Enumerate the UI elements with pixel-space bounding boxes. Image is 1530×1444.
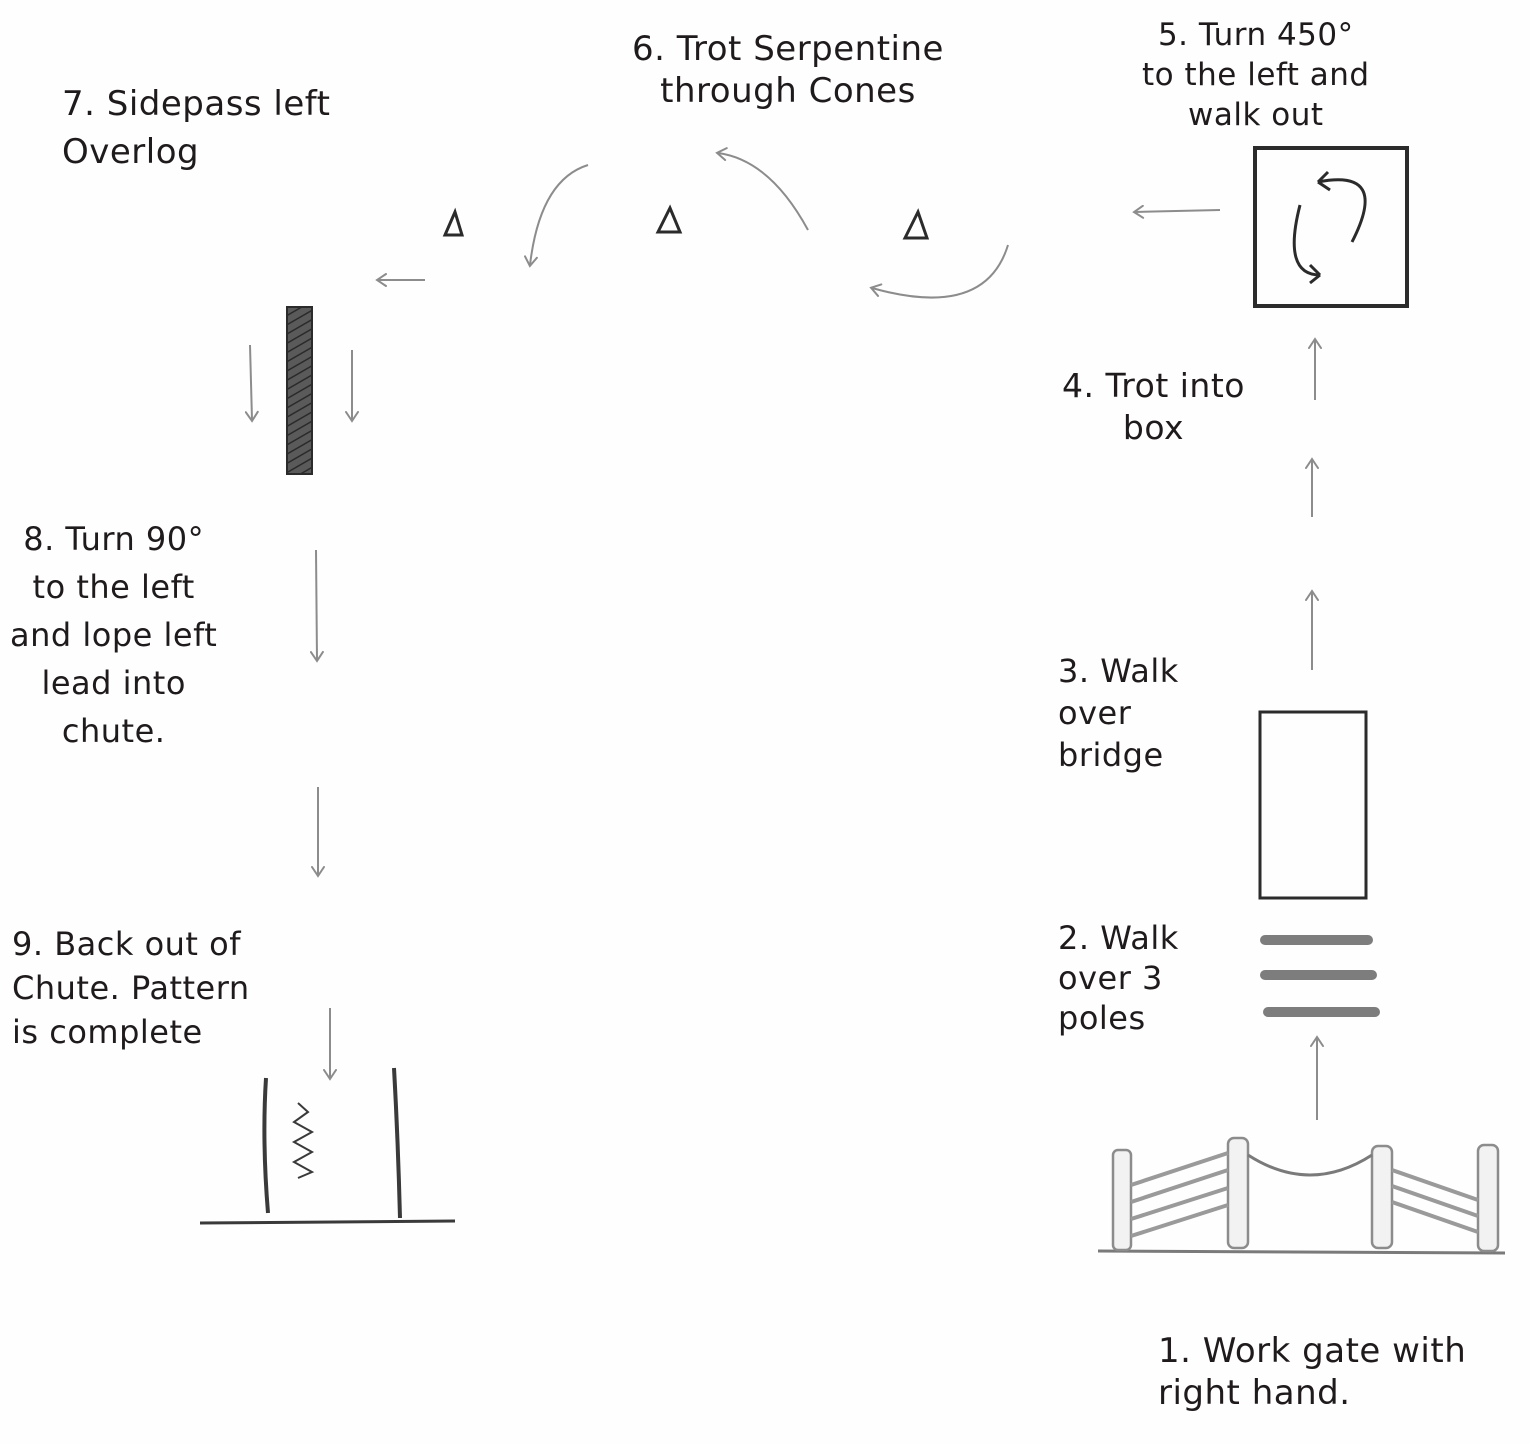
log [287,307,312,474]
gate-post [1113,1150,1131,1250]
step-1-label: 1. Work gate with right hand. [1158,1330,1466,1414]
arrow-icon [530,165,588,265]
step-4-label: 4. Trot into box [1062,365,1245,449]
step-3-label: 3. Walk over bridge [1058,650,1179,776]
gate-post [1372,1146,1392,1248]
arrow-icon [250,345,252,420]
ground-poles [1265,940,1375,1012]
arrow-icon [718,153,808,230]
box-square [1255,148,1407,306]
turn-box [1255,148,1407,306]
step-6-label: 6. Trot Serpentine through Cones [632,28,944,112]
step-5-label: 5. Turn 450° to the left and walk out [1142,15,1370,135]
cones [445,208,927,238]
chute-ground-line [200,1221,455,1223]
gate-left-rails [1131,1153,1228,1236]
bridge [1260,712,1366,898]
step-9-label: 9. Back out of Chute. Pattern is complet… [12,922,250,1054]
chute-rail [264,1078,268,1213]
gate-right-rails [1392,1170,1478,1232]
gate-ground-line [1098,1251,1505,1253]
chute [200,1068,455,1223]
step-2-label: 2. Walk over 3 poles [1058,918,1179,1038]
rotate-arrow-icon [1294,205,1320,275]
horse-hoofprint-icon [294,1103,312,1178]
gate-post [1228,1138,1248,1248]
cone-icon [905,212,927,238]
step-7-label: 7. Sidepass left Overlog [62,80,331,176]
arrow-icon [316,550,317,660]
step-8-label: 8. Turn 90° to the left and lope left le… [10,515,217,755]
gate-rope [1248,1155,1372,1175]
rotate-arrow-icon [1318,180,1365,242]
arrow-icon [1135,210,1220,212]
arrow-icon [872,245,1008,298]
cone-icon [445,212,462,235]
gate-post [1478,1145,1498,1251]
cone-icon [658,208,680,232]
gate-icon [1098,1138,1505,1253]
chute-rail [394,1068,400,1218]
